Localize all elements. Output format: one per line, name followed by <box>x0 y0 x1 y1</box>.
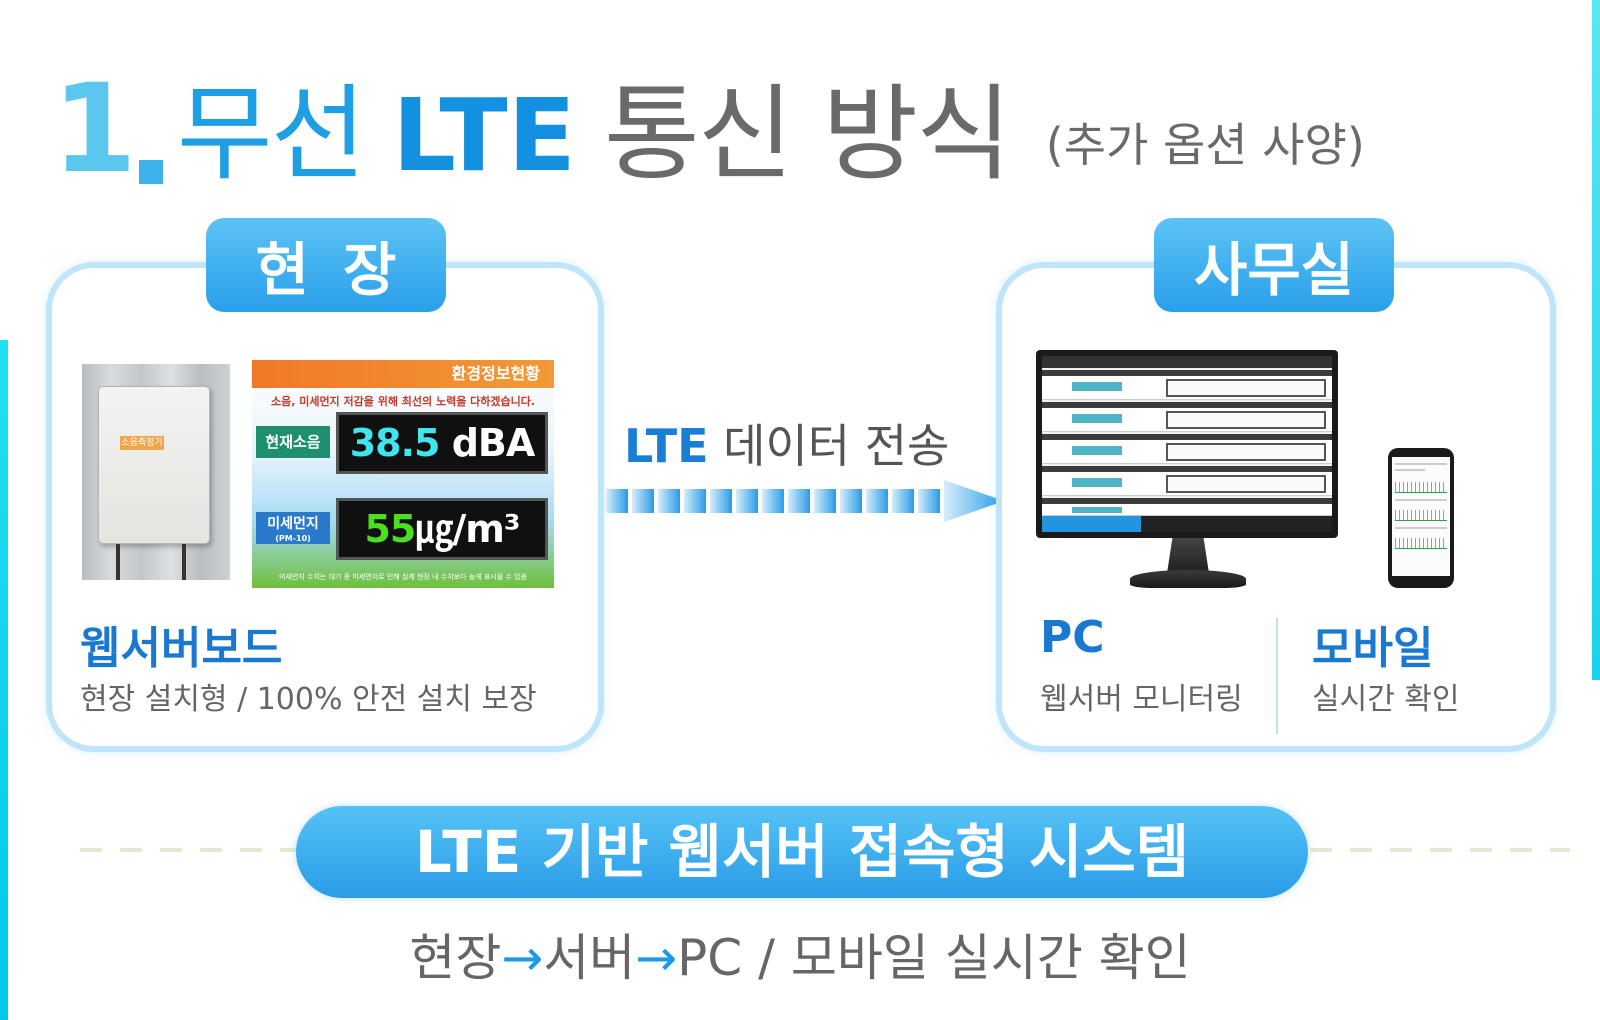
dust-sublabel: (PM-10) <box>275 534 311 543</box>
site-device-desc: 현장 설치형 / 100% 안전 설치 보장 <box>80 682 537 717</box>
transfer-lte: LTE <box>624 419 709 473</box>
monitor-stand-neck <box>1167 538 1209 572</box>
enclosure-box <box>98 386 210 544</box>
monitor-stand-base <box>1130 570 1246 588</box>
dust-value: 55 <box>364 507 416 551</box>
transfer-text: 데이터 전송 <box>723 419 950 473</box>
title-lte: LTE <box>392 77 576 194</box>
flow-arrow-icon: → <box>635 929 678 987</box>
flow-step-client: PC / 모바일 실시간 확인 <box>677 929 1191 987</box>
dust-unit: ㎍/m³ <box>415 507 520 551</box>
mobile-phone-image <box>1388 448 1454 588</box>
transfer-arrow-icon <box>606 480 1004 522</box>
title-rest: 통신 방식 <box>603 73 1012 195</box>
screen-row <box>1042 434 1332 464</box>
dust-value-display: 55㎍/m³ <box>336 498 548 560</box>
noise-row: 현재소음 38.5 dBA <box>256 412 550 474</box>
noise-value: 38.5 <box>349 421 441 465</box>
transfer-label: LTE 데이터 전송 <box>624 410 949 476</box>
flow-step-site: 현장 <box>409 929 502 987</box>
page-title: 1 무선 LTE 통신 방식 (추가 옵션 사양) <box>52 40 1365 190</box>
flow-description: 현장→서버→PC / 모바일 실시간 확인 <box>0 918 1600 990</box>
screen-row <box>1042 498 1332 516</box>
office-divider <box>1276 618 1278 734</box>
board-header: 환경정보현황 <box>252 360 554 388</box>
title-number: 1 <box>52 58 137 200</box>
device-label: 소음측정기 <box>120 436 164 450</box>
banner-dash-right <box>1310 848 1570 852</box>
dust-row: 미세먼지 (PM-10) 55㎍/m³ <box>256 498 550 560</box>
screen-row <box>1042 466 1332 496</box>
screen-row <box>1042 402 1332 432</box>
environment-display-board: 환경정보현황 소음, 미세먼지 저감을 위해 최선의 노력을 다하겠습니다. 현… <box>252 360 554 588</box>
flow-step-server: 서버 <box>543 929 636 987</box>
board-notice: 소음, 미세먼지 저감을 위해 최선의 노력을 다하겠습니다. <box>270 395 536 408</box>
board-footer: 미세먼지 수치는 대기 중 미세먼지로 인해 실제 현장 내 수치보다 높게 표… <box>279 573 527 581</box>
pc-name: PC <box>1040 612 1105 663</box>
device-cables <box>116 544 186 580</box>
dust-label: 미세먼지 <box>267 516 319 532</box>
banner-dash-left <box>80 848 300 852</box>
phone-screen <box>1392 457 1450 576</box>
left-edge-strip <box>0 340 8 1020</box>
mobile-name: 모바일 <box>1312 623 1434 674</box>
dust-label-box: 미세먼지 (PM-10) <box>256 512 330 544</box>
right-edge-strip <box>1592 0 1600 680</box>
noise-unit: dBA <box>451 421 536 465</box>
pc-desc: 웹서버 모니터링 <box>1040 682 1243 717</box>
title-main: 무선 <box>176 73 366 195</box>
noise-value-display: 38.5 dBA <box>336 412 548 474</box>
mobile-desc: 실시간 확인 <box>1312 682 1460 717</box>
monitor-screen <box>1042 356 1332 532</box>
web-server-board-photo: 소음측정기 <box>82 364 230 580</box>
system-banner: LTE 기반 웹서버 접속형 시스템 <box>296 806 1308 898</box>
title-dot <box>138 160 163 184</box>
site-device-name: 웹서버보드 <box>80 623 283 674</box>
site-tag: 현장 <box>206 218 446 312</box>
screen-footer-bar <box>1042 516 1332 532</box>
title-subtitle: (추가 옵션 사양) <box>1045 118 1365 172</box>
pc-monitor-image <box>1036 350 1338 538</box>
office-tag: 사무실 <box>1154 218 1394 312</box>
screen-row <box>1042 370 1332 400</box>
noise-label: 현재소음 <box>256 426 330 458</box>
screen-header-bar <box>1042 356 1332 368</box>
flow-arrow-icon: → <box>501 929 544 987</box>
